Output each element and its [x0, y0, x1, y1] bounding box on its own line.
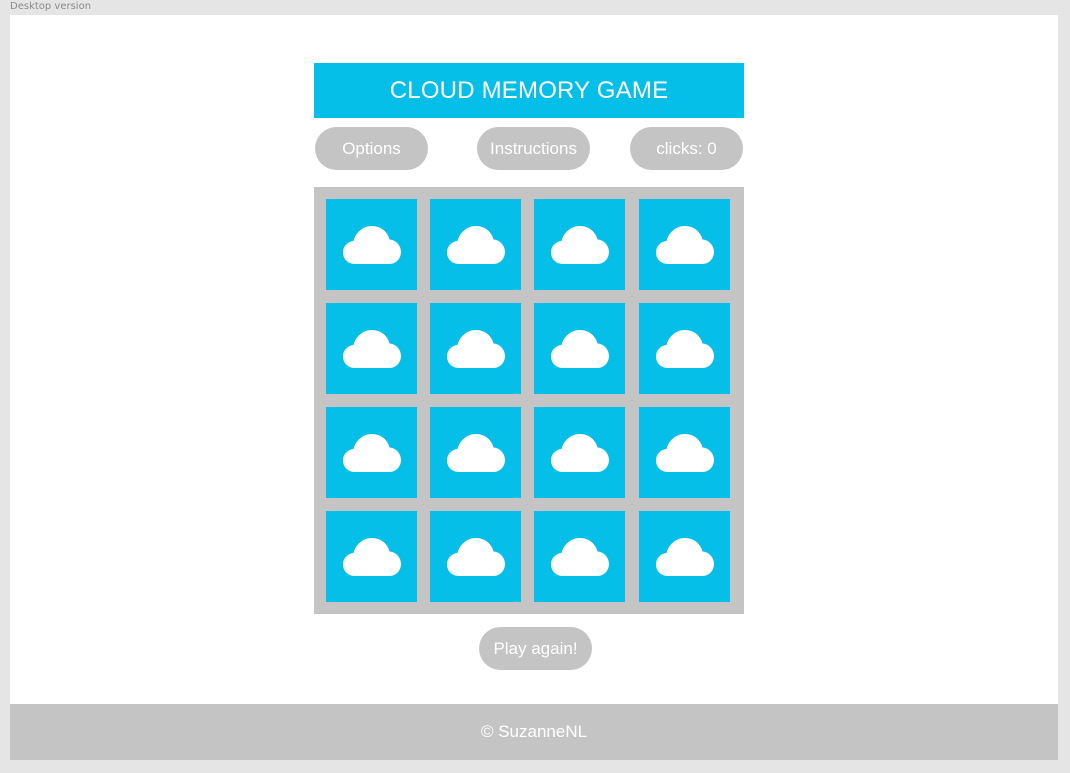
desktop-artboard: CLOUD MEMORY GAME Options Instructions c… — [10, 15, 1058, 704]
cloud-icon — [550, 225, 609, 264]
memory-card[interactable] — [639, 303, 730, 394]
memory-card[interactable] — [430, 511, 521, 602]
memory-card[interactable] — [430, 199, 521, 290]
memory-card[interactable] — [430, 303, 521, 394]
play-again-button[interactable]: Play again! — [479, 627, 592, 670]
game-board — [314, 187, 744, 614]
instructions-button[interactable]: Instructions — [477, 127, 590, 170]
memory-card[interactable] — [639, 511, 730, 602]
memory-card[interactable] — [534, 199, 625, 290]
page-title: CLOUD MEMORY GAME — [314, 63, 744, 118]
memory-card[interactable] — [430, 407, 521, 498]
cloud-icon — [446, 433, 505, 472]
frame-label: Desktop version — [10, 1, 92, 12]
memory-card[interactable] — [534, 303, 625, 394]
options-button[interactable]: Options — [315, 127, 428, 170]
cloud-icon — [550, 537, 609, 576]
memory-card[interactable] — [534, 511, 625, 602]
cloud-icon — [655, 225, 714, 264]
memory-card[interactable] — [534, 407, 625, 498]
cloud-icon — [446, 225, 505, 264]
cloud-icon — [342, 329, 401, 368]
click-counter: clicks: 0 — [630, 127, 743, 170]
cloud-icon — [342, 433, 401, 472]
copyright-text: © SuzanneNL — [480, 722, 588, 741]
cloud-icon — [550, 329, 609, 368]
footer: © SuzanneNL — [10, 704, 1058, 760]
cloud-icon — [550, 433, 609, 472]
memory-card[interactable] — [326, 511, 417, 602]
cloud-icon — [655, 433, 714, 472]
cloud-icon — [342, 537, 401, 576]
cloud-icon — [446, 329, 505, 368]
cloud-icon — [655, 537, 714, 576]
cloud-icon — [446, 537, 505, 576]
cloud-icon — [342, 225, 401, 264]
memory-card[interactable] — [326, 303, 417, 394]
memory-card[interactable] — [326, 407, 417, 498]
memory-card[interactable] — [326, 199, 417, 290]
memory-card[interactable] — [639, 407, 730, 498]
memory-card[interactable] — [639, 199, 730, 290]
cloud-icon — [655, 329, 714, 368]
